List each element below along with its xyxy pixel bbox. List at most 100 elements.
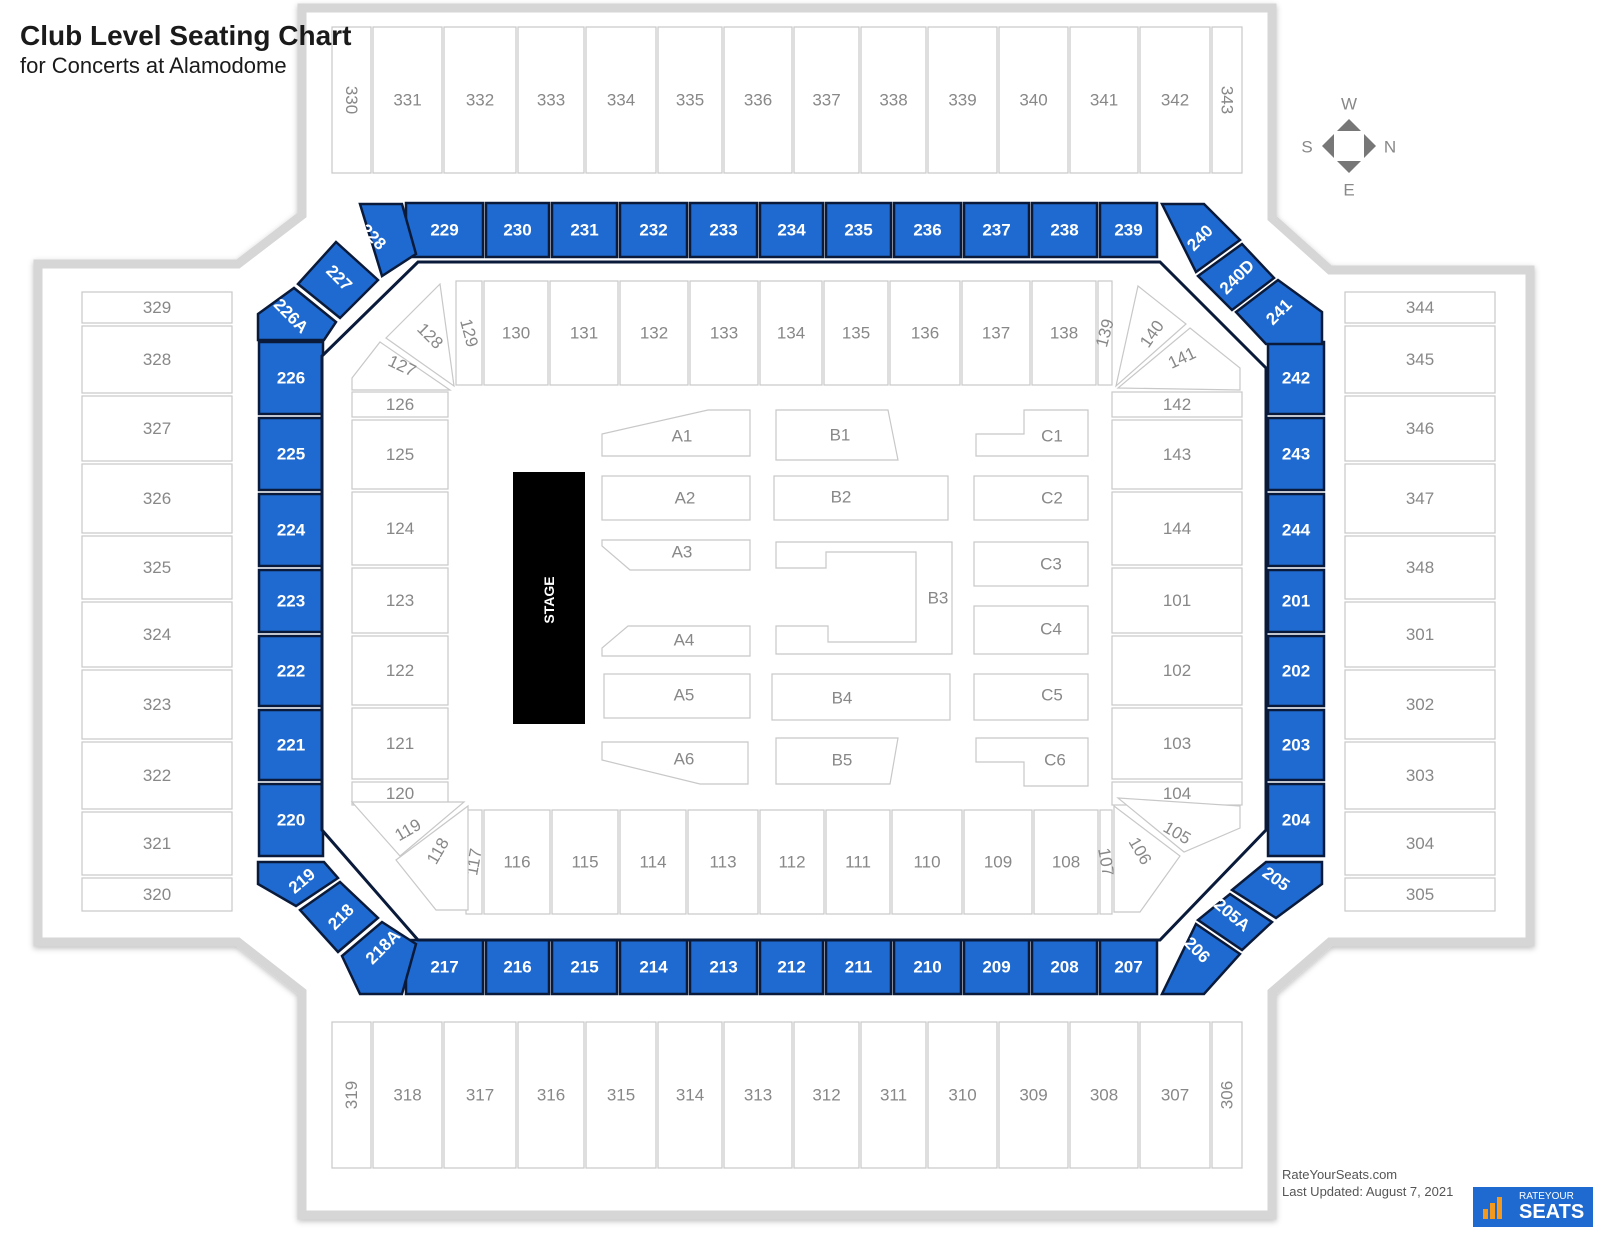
lower-section-123[interactable] [351, 567, 449, 634]
upper-section-330[interactable] [331, 26, 372, 174]
club-section-238[interactable] [1030, 201, 1099, 259]
club-section-237[interactable] [962, 201, 1031, 259]
upper-section-306[interactable] [1211, 1021, 1243, 1169]
upper-section-340[interactable] [998, 26, 1069, 174]
lower-section-119[interactable] [350, 801, 466, 857]
floor-section-C5[interactable] [973, 673, 1089, 721]
upper-section-314[interactable] [657, 1021, 723, 1169]
club-section-212[interactable] [758, 938, 825, 996]
club-section-205[interactable] [1229, 860, 1324, 920]
club-section-243[interactable] [1266, 416, 1326, 492]
upper-section-313[interactable] [723, 1021, 793, 1169]
upper-section-346[interactable] [1344, 395, 1496, 462]
upper-section-305[interactable] [1344, 877, 1496, 912]
upper-section-339[interactable] [927, 26, 998, 174]
club-section-205A[interactable] [1195, 892, 1275, 952]
lower-section-138[interactable] [1031, 280, 1097, 386]
club-section-226A[interactable] [256, 286, 338, 342]
lower-section-133[interactable] [689, 280, 759, 386]
club-section-236[interactable] [892, 201, 963, 259]
floor-section-C2[interactable] [973, 475, 1089, 521]
lower-section-122[interactable] [351, 635, 449, 706]
floor-section-A5[interactable] [603, 673, 751, 719]
upper-section-324[interactable] [81, 601, 233, 668]
floor-section-A2[interactable] [601, 475, 751, 521]
club-section-223[interactable] [257, 568, 325, 634]
lower-section-121[interactable] [351, 707, 449, 780]
club-section-224[interactable] [257, 492, 325, 568]
upper-section-345[interactable] [1344, 325, 1496, 394]
lower-section-139[interactable] [1097, 280, 1113, 386]
upper-section-323[interactable] [81, 669, 233, 740]
lower-section-142[interactable] [1111, 391, 1243, 418]
upper-section-335[interactable] [657, 26, 723, 174]
lower-section-134[interactable] [759, 280, 823, 386]
floor-section-C3[interactable] [973, 541, 1089, 587]
upper-section-337[interactable] [793, 26, 860, 174]
lower-section-124[interactable] [351, 491, 449, 566]
upper-section-328[interactable] [81, 325, 233, 394]
lower-section-112[interactable] [759, 809, 825, 915]
lower-section-102[interactable] [1111, 635, 1243, 706]
lower-section-126[interactable] [351, 391, 449, 418]
lower-section-116[interactable] [483, 809, 551, 915]
upper-section-342[interactable] [1139, 26, 1211, 174]
upper-section-332[interactable] [443, 26, 517, 174]
floor-section-A6[interactable] [601, 741, 749, 785]
upper-section-320[interactable] [81, 877, 233, 912]
club-section-244[interactable] [1266, 492, 1326, 568]
upper-section-344[interactable] [1344, 291, 1496, 324]
lower-section-110[interactable] [891, 809, 963, 915]
club-section-215[interactable] [550, 938, 619, 996]
club-section-218A[interactable] [340, 920, 418, 996]
upper-section-317[interactable] [443, 1021, 517, 1169]
upper-section-347[interactable] [1344, 463, 1496, 534]
upper-section-316[interactable] [517, 1021, 585, 1169]
club-section-218[interactable] [298, 880, 380, 954]
floor-section-B5[interactable] [775, 737, 899, 785]
lower-section-103[interactable] [1111, 707, 1243, 780]
upper-section-319[interactable] [331, 1021, 372, 1169]
lower-section-135[interactable] [823, 280, 889, 386]
club-section-240[interactable] [1159, 202, 1242, 274]
club-section-231[interactable] [550, 201, 619, 259]
club-section-216[interactable] [484, 938, 551, 996]
upper-section-338[interactable] [860, 26, 927, 174]
floor-section-B4[interactable] [771, 673, 951, 721]
floor-section-B2[interactable] [773, 475, 949, 521]
floor-section-A1[interactable] [601, 409, 751, 457]
upper-section-327[interactable] [81, 395, 233, 462]
floor-section-C1[interactable] [975, 409, 1089, 457]
club-section-232[interactable] [618, 201, 689, 259]
lower-section-118[interactable] [395, 804, 469, 911]
upper-section-348[interactable] [1344, 535, 1496, 600]
club-section-241[interactable] [1234, 278, 1324, 346]
lower-section-107[interactable] [1099, 809, 1113, 915]
upper-section-333[interactable] [517, 26, 585, 174]
lower-section-113[interactable] [687, 809, 759, 915]
club-section-201[interactable] [1266, 568, 1326, 634]
club-section-210[interactable] [892, 938, 963, 996]
lower-section-131[interactable] [549, 280, 619, 386]
lower-section-125[interactable] [351, 419, 449, 490]
lower-section-105[interactable] [1116, 797, 1241, 853]
club-section-239[interactable] [1098, 201, 1159, 259]
upper-section-312[interactable] [793, 1021, 860, 1169]
lower-section-130[interactable] [483, 280, 549, 386]
club-section-225[interactable] [257, 416, 325, 492]
lower-section-114[interactable] [619, 809, 687, 915]
lower-section-111[interactable] [825, 809, 891, 915]
floor-section-A4[interactable] [601, 625, 751, 657]
club-section-204[interactable] [1266, 782, 1326, 858]
floor-section-B3[interactable] [775, 541, 953, 655]
club-section-209[interactable] [962, 938, 1031, 996]
club-section-240D[interactable] [1196, 242, 1276, 312]
upper-section-303[interactable] [1344, 741, 1496, 810]
upper-section-311[interactable] [860, 1021, 927, 1169]
upper-section-331[interactable] [372, 26, 443, 174]
club-section-202[interactable] [1266, 634, 1326, 708]
upper-section-343[interactable] [1211, 26, 1243, 174]
club-section-235[interactable] [824, 201, 893, 259]
lower-section-106[interactable] [1113, 804, 1181, 913]
upper-section-321[interactable] [81, 811, 233, 876]
